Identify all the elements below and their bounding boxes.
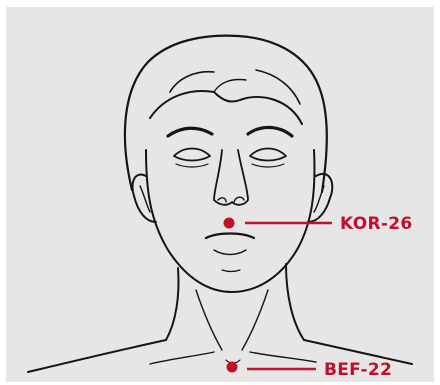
right-eyebrow bbox=[248, 127, 292, 136]
neck-left bbox=[166, 268, 179, 340]
nose bbox=[214, 150, 248, 205]
neck-right bbox=[286, 264, 304, 340]
left-shoulder bbox=[28, 340, 166, 372]
hair-fringe bbox=[150, 91, 302, 124]
left-eye bbox=[174, 149, 210, 161]
right-collarbone bbox=[250, 352, 316, 362]
left-collarbone bbox=[150, 352, 214, 364]
mouth bbox=[206, 234, 254, 239]
bef-point-dot bbox=[227, 362, 238, 373]
kor-point-dot bbox=[224, 218, 235, 229]
right-eye bbox=[250, 149, 286, 161]
kor-point-label: KOR-26 bbox=[340, 214, 412, 234]
bef-point-label: BEF-22 bbox=[324, 360, 392, 380]
left-eyebrow bbox=[168, 128, 212, 136]
